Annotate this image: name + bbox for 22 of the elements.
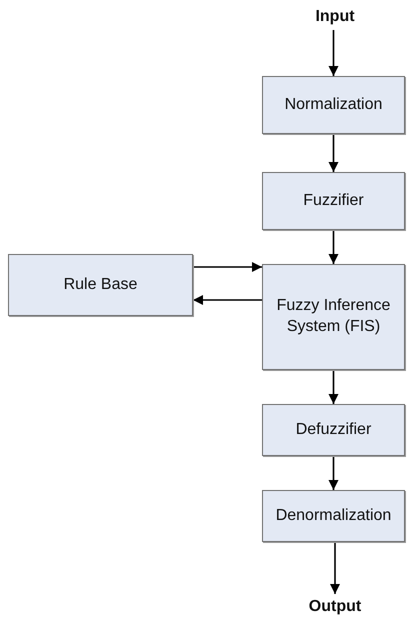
arrow (328, 230, 338, 264)
arrow (328, 30, 338, 76)
process-box (262, 404, 405, 456)
arrow (328, 370, 338, 404)
process-box (262, 76, 405, 134)
box-label: Defuzzifier (294, 420, 372, 440)
flow-label: Output (308, 596, 362, 617)
arrow (328, 456, 338, 490)
box-label: Fuzzy Inference System (FIS) (276, 296, 392, 337)
process-box (262, 490, 405, 542)
arrow (330, 542, 340, 594)
process-box (8, 254, 193, 316)
flow-label: Input (314, 6, 356, 27)
arrow (193, 262, 262, 272)
process-box (262, 264, 405, 370)
arrow (328, 134, 338, 172)
process-box (262, 172, 405, 230)
arrow (193, 295, 262, 305)
box-label: Denormalization (274, 506, 392, 526)
box-label: Rule Base (62, 274, 138, 295)
box-label: Fuzzifier (302, 190, 365, 211)
box-label: Normalization (284, 94, 384, 115)
